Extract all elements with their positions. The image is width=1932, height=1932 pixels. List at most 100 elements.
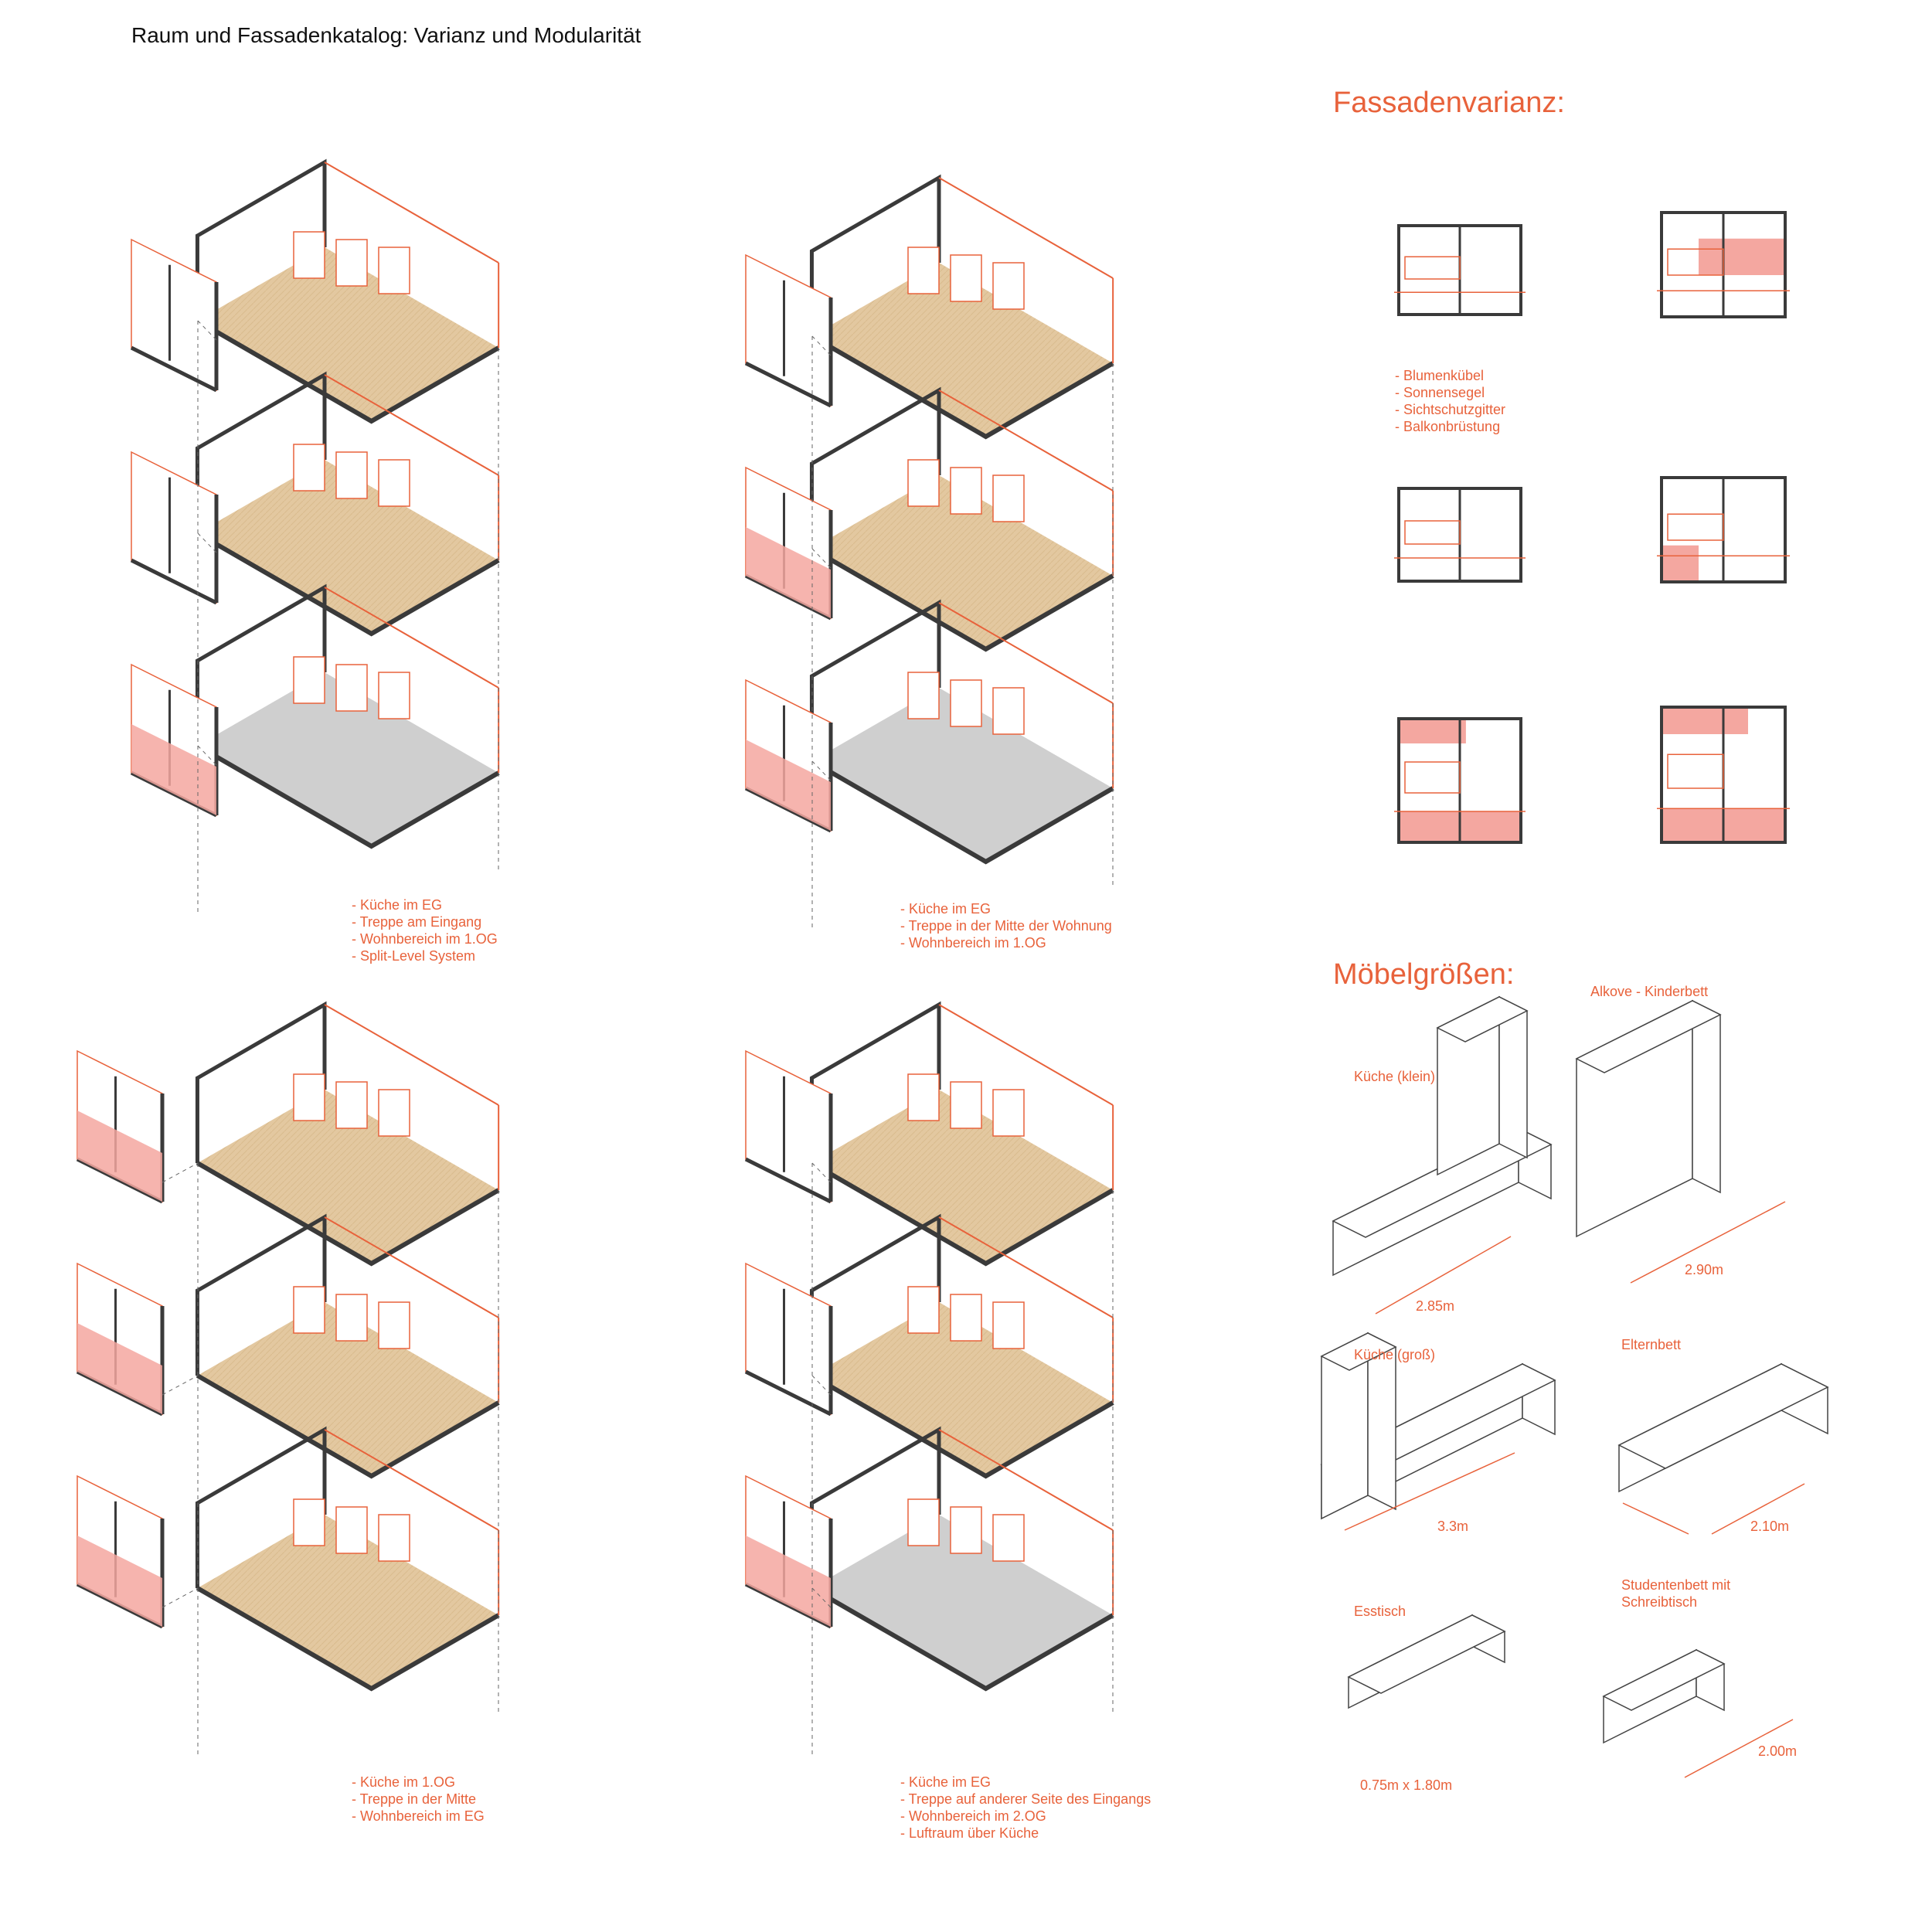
facade-elevation <box>130 238 219 393</box>
note-line: - Sichtschutzgitter <box>1395 402 1506 417</box>
facade-elevation <box>76 1475 165 1629</box>
slab-edge <box>196 1586 500 1692</box>
dimension-line <box>1375 1236 1512 1315</box>
floor-module <box>195 1001 500 1267</box>
variant-2-notes: - Küche im EG - Treppe in der Mitte der … <box>900 900 1112 951</box>
floor <box>811 263 1114 437</box>
facade-edge <box>130 558 218 605</box>
floor <box>811 1302 1114 1476</box>
furniture-box <box>950 254 982 302</box>
furniture-box <box>992 1514 1025 1562</box>
alkove-label: Alkove - Kinderbett <box>1590 984 1709 999</box>
furniture-box <box>293 231 325 279</box>
alkove-dim: 2.90m <box>1685 1262 1724 1277</box>
box-face <box>1575 1000 1722 1073</box>
note-line: - Blumenkübel <box>1395 368 1485 383</box>
note-line: - Treppe in der Mitte <box>352 1791 477 1807</box>
note-line: - Split-Level System <box>352 948 476 964</box>
furniture-box <box>378 459 410 507</box>
wall-outline <box>324 1429 499 1531</box>
window-box <box>1404 256 1461 280</box>
note-line: - Küche im EG <box>900 1774 992 1790</box>
floor-module <box>195 1426 500 1692</box>
wall-outline <box>938 1216 1114 1318</box>
slab-edge <box>810 546 1114 652</box>
slab-edge <box>196 1161 500 1267</box>
facade-edge <box>744 1157 832 1204</box>
furniture-box <box>950 679 982 727</box>
studentenbett-drawing <box>1602 1648 1726 1744</box>
facade-infill <box>746 1536 831 1627</box>
dimension-line <box>1630 1201 1786 1284</box>
furniture-box <box>907 459 940 507</box>
floor <box>811 1515 1114 1689</box>
back-wall <box>195 1001 327 1163</box>
box-face <box>1692 999 1721 1194</box>
elternbett-dim: 2.10m <box>1750 1519 1790 1534</box>
dimension-line <box>1711 1483 1805 1535</box>
facade-variant-4 <box>1657 476 1790 583</box>
note-line: - Wohnbereich im 1.OG <box>352 931 498 947</box>
furniture-box <box>335 664 368 712</box>
pink-infill <box>1662 707 1748 734</box>
furniture-box <box>992 687 1025 735</box>
furniture-box <box>378 1301 410 1349</box>
variant-1-notes: - Küche im EG - Treppe am Eingang - Wohn… <box>352 896 498 964</box>
furniture-box <box>378 1514 410 1562</box>
dimension-line <box>1622 1502 1689 1535</box>
kueche-gross-tall <box>1320 1332 1397 1520</box>
slab-edge <box>810 1373 1114 1479</box>
studentenbett-label: Studentenbett mit Schreibtisch <box>1621 1577 1730 1611</box>
note-line: - Küche im EG <box>900 901 992 917</box>
facade-infill <box>77 1536 162 1627</box>
floor <box>811 475 1114 649</box>
box-face <box>1320 1332 1397 1371</box>
furniture-box <box>992 262 1025 310</box>
floor-module <box>809 174 1114 440</box>
label-line: Schreibtisch <box>1621 1594 1698 1610</box>
furniture-box <box>378 247 410 294</box>
floor <box>197 1515 499 1689</box>
pink-infill <box>1699 238 1785 275</box>
facade-variant-6 <box>1657 706 1790 844</box>
facade-elevation <box>744 466 833 621</box>
kueche-klein-label: Küche (klein) <box>1354 1069 1436 1084</box>
wall-outline <box>324 1216 499 1318</box>
variant-4-notes: - Küche im EG - Treppe auf anderer Seite… <box>900 1774 1151 1842</box>
box-face <box>1436 996 1529 1043</box>
floor-module <box>195 583 500 849</box>
furniture-box <box>992 1089 1025 1137</box>
furniture-box <box>335 451 368 499</box>
box-face <box>1602 1649 1726 1711</box>
slab-edge <box>196 531 500 637</box>
facade-edge <box>744 361 832 408</box>
facade-infill <box>746 740 831 831</box>
floor-module <box>195 371 500 637</box>
slab-edge <box>810 1161 1114 1267</box>
wall-outline <box>938 602 1114 704</box>
note-line: - Küche im 1.OG <box>352 1774 456 1790</box>
back-wall <box>195 1426 327 1588</box>
facade-infill <box>746 527 831 618</box>
furniture-box <box>293 1286 325 1334</box>
furniture-box <box>907 247 940 294</box>
dimension-line <box>1684 1719 1794 1778</box>
pink-infill <box>1662 545 1699 582</box>
facade-elevation <box>744 1475 833 1629</box>
guide-line <box>162 1375 199 1396</box>
facade-variant-2 <box>1657 211 1790 318</box>
wall-outline <box>938 389 1114 492</box>
wall-outline <box>938 1429 1114 1531</box>
esstisch-drawing <box>1347 1614 1506 1709</box>
wall-outline <box>324 587 499 689</box>
box-face <box>1617 1363 1829 1469</box>
facade-variant-5 <box>1394 717 1526 844</box>
facade-infill <box>131 724 216 815</box>
esstisch-label: Esstisch <box>1354 1604 1406 1619</box>
floor <box>197 1302 499 1476</box>
furniture-box <box>907 672 940 719</box>
floor <box>197 247 499 421</box>
note-line: - Luftraum über Küche <box>900 1825 1039 1841</box>
note-line: - Sonnensegel <box>1395 385 1485 400</box>
furniture-box <box>378 1089 410 1137</box>
